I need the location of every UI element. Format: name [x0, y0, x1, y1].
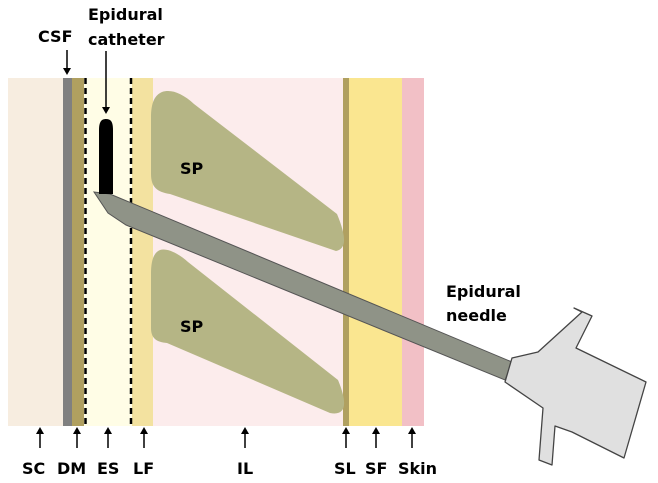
supraspinous-ligament-layer [343, 78, 349, 426]
label-lf: LF [133, 459, 154, 478]
label-csf: CSF [38, 27, 73, 46]
label-dm: DM [57, 459, 86, 478]
arrow-es [104, 427, 112, 448]
spinal-cord-layer [8, 78, 64, 426]
label-sp-upper: SP [180, 159, 204, 178]
arrow-skin [408, 427, 416, 448]
epidural-needle [92, 191, 647, 466]
label-sl: SL [334, 459, 356, 478]
epidural-catheter [99, 119, 113, 194]
arrow-dm [73, 427, 81, 448]
label-es: ES [97, 459, 119, 478]
label-epidural-catheter-line2: catheter [88, 30, 165, 49]
label-skin: Skin [398, 459, 437, 478]
dura-mater-layer [72, 78, 84, 426]
spinous-process-upper [151, 91, 345, 252]
arrow-sc [36, 427, 44, 448]
needle-hub [504, 307, 647, 466]
label-epidural-needle-line2: needle [446, 306, 507, 325]
label-il: IL [237, 459, 253, 478]
skin-layer [402, 78, 424, 426]
arrow-to-catheter [102, 51, 110, 114]
bottom-arrows [36, 427, 416, 448]
csf-layer [63, 78, 72, 426]
arrow-sf [372, 427, 380, 448]
label-sc: SC [22, 459, 45, 478]
ligamentum-flavum-layer [132, 78, 153, 426]
spinous-process-lower [151, 249, 345, 414]
arrow-sl [342, 427, 350, 448]
arrow-lf [140, 427, 148, 448]
label-sf: SF [365, 459, 387, 478]
label-epidural-needle-line1: Epidural [446, 282, 521, 301]
arrow-il [241, 427, 249, 448]
label-sp-lower: SP [180, 317, 204, 336]
label-epidural-catheter-line1: Epidural [88, 5, 163, 24]
subcutaneous-fat-layer [349, 78, 402, 426]
arrow-to-csf [63, 50, 71, 75]
